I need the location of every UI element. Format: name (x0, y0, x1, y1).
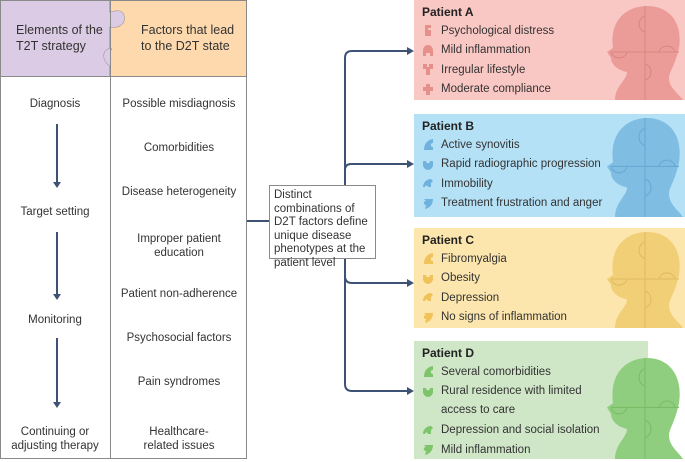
factor-item: Comorbidities (143, 142, 215, 154)
strategy-header-line2: T2T strategy (16, 39, 86, 53)
head-puzzle-icon (607, 232, 683, 328)
factors-header-bg (110, 0, 247, 77)
step-continuing: Continuing or adjusting therapy (11, 426, 99, 452)
patient-title: Patient B (422, 119, 475, 133)
strategy-header: Elements of the T2T strategy (16, 22, 103, 54)
factor-item: Pain syndromes (137, 376, 221, 388)
factor-item: Improper patient education (137, 233, 221, 259)
puzzle-piece-icon (423, 312, 433, 323)
head-puzzle-icon (607, 358, 683, 459)
patient-factor: Moderate compliance (422, 80, 685, 100)
puzzle-piece-icon (423, 44, 433, 56)
factor-item: Possible misdiagnosis (122, 98, 236, 110)
header-divider (0, 76, 247, 77)
factors-header: Factors that lead to the D2T state (141, 22, 234, 54)
puzzle-connector (103, 0, 125, 77)
strategy-header-line1: Elements of the (16, 23, 103, 37)
phenotype-box: Distinct combinations of D2T factors def… (269, 185, 376, 269)
strategy-header-bg (0, 0, 110, 77)
patient-factor: Mild inflammation (422, 41, 685, 61)
step-monitoring: Monitoring (28, 314, 82, 326)
factor-item: Psychosocial factors (126, 332, 232, 344)
head-puzzle-icon (607, 6, 683, 100)
puzzle-piece-icon (424, 366, 433, 378)
puzzle-piece-icon (423, 160, 433, 170)
patient-title: Patient A (422, 5, 474, 19)
factor-item: Healthcare-related issues (143, 426, 215, 452)
left-table (0, 0, 247, 459)
head-puzzle-icon (607, 118, 683, 217)
branch-to-patient-b (344, 163, 409, 185)
patient-factor: Irregular lifestyle (422, 60, 685, 80)
patient-factor: Several comorbidities (422, 362, 648, 382)
puzzle-piece-icon (423, 64, 433, 76)
branch-to-patient-d (344, 259, 409, 392)
puzzle-piece-icon (423, 445, 433, 456)
arrowhead (407, 47, 414, 55)
patient-title: Patient D (422, 346, 475, 360)
factors-header-line1: Factors that lead (141, 23, 235, 37)
arrowhead (407, 279, 414, 287)
down-arrow (53, 232, 61, 300)
patient-factor: Depression (422, 288, 685, 308)
column-divider (110, 0, 111, 459)
puzzle-piece-icon (424, 253, 433, 265)
patient-factor: Rapid radiographic progression (422, 155, 685, 175)
puzzle-piece-icon (423, 179, 433, 188)
puzzle-piece-icon (425, 25, 431, 37)
factor-item: Patient non-adherence (120, 288, 238, 300)
patient-factor: Treatment frustration and anger (422, 194, 685, 214)
patient-d-panel: Patient D Several comorbidities Rural re… (414, 341, 648, 459)
down-arrow (53, 338, 61, 408)
patient-factor: Psychological distress (422, 21, 685, 41)
patient-factor: Fibromyalgia (422, 249, 685, 269)
factor-item: Disease heterogeneity (121, 186, 237, 198)
patient-factor: Obesity (422, 269, 685, 289)
step-target-setting: Target setting (20, 206, 90, 218)
patient-factor: Immobility (422, 174, 685, 194)
patient-factor: Depression and social isolation (422, 421, 648, 441)
puzzle-piece-icon (423, 425, 433, 434)
connector-lines (247, 47, 414, 395)
puzzle-piece-icon (423, 83, 433, 95)
patient-title: Patient C (422, 233, 475, 247)
patient-factor: Active synovitis (422, 135, 685, 155)
branch-to-patient-a (344, 50, 409, 185)
arrowhead (407, 387, 414, 395)
puzzle-piece-icon (423, 293, 433, 302)
patient-factor: Rural residence with limited access to c… (422, 382, 648, 421)
puzzle-piece-icon (423, 387, 433, 397)
puzzle-piece-icon (424, 139, 433, 151)
branch-to-patient-c (344, 259, 409, 284)
puzzle-piece-icon (423, 274, 433, 284)
patient-factor: No signs of inflammation (422, 308, 685, 328)
puzzle-piece-icon (423, 198, 433, 209)
step-diagnosis: Diagnosis (29, 98, 81, 110)
down-arrow (53, 124, 61, 188)
patient-factor: Mild inflammation (422, 440, 648, 459)
arrowhead (407, 160, 414, 168)
factors-header-line2: to the D2T state (141, 39, 230, 53)
